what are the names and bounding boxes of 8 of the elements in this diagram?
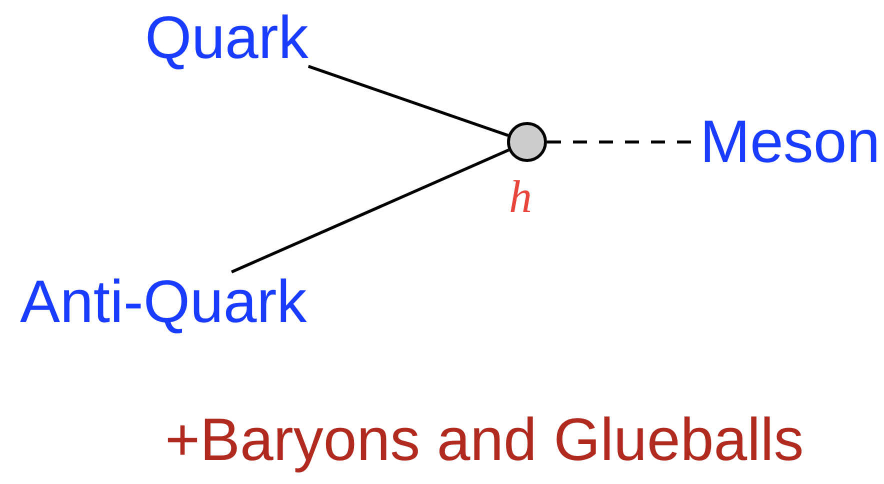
particle-label: Anti-Quark — [20, 272, 307, 332]
vertex-circle — [507, 122, 547, 162]
particle-line — [230, 148, 510, 274]
particle-label: Meson — [700, 112, 880, 172]
vertex-symbol: h — [509, 174, 532, 220]
note-text: +Baryons and Glueballs — [165, 410, 804, 470]
particle-label: Quark — [145, 8, 308, 68]
particle-line — [308, 64, 509, 137]
